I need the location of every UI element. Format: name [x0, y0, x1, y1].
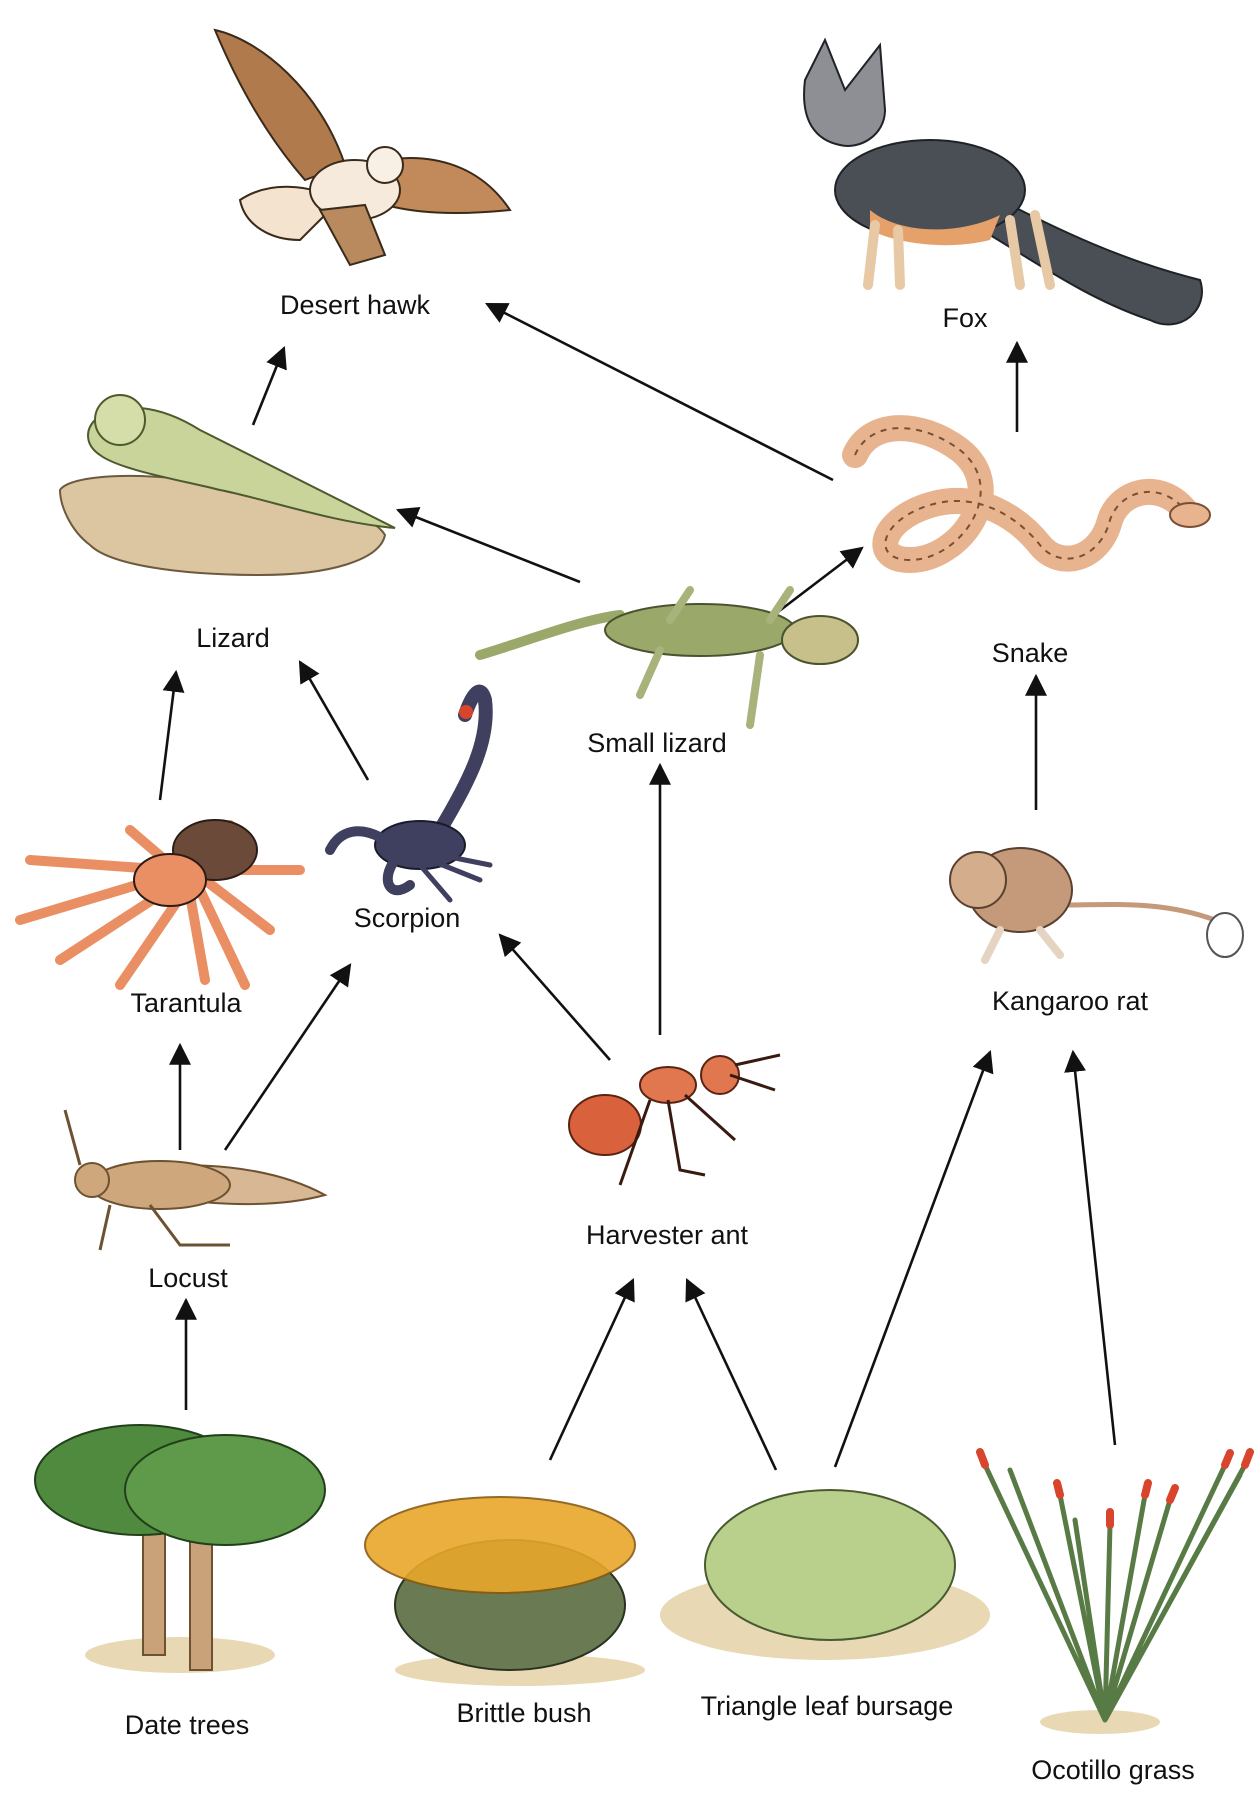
label-locust: Locust: [148, 1265, 228, 1292]
arrow-scorpion-to-lizard: [300, 662, 368, 780]
kangaroo-rat-feet: [985, 930, 1060, 960]
arrow-tarantula-to-lizard: [160, 672, 176, 800]
kangaroo-rat-illustration: [950, 848, 1243, 960]
small-lizard-illustration: [480, 590, 858, 725]
fox-tail: [990, 200, 1202, 324]
hawk-head: [367, 147, 403, 183]
tarantula-body: [134, 854, 206, 906]
fox-illustration: [804, 40, 1202, 324]
ocotillo-illustration: [980, 1452, 1250, 1734]
label-harvester-ant: Harvester ant: [586, 1222, 748, 1249]
arrow-ant-to-scorpion: [500, 935, 610, 1060]
desert-hawk-illustration: [215, 30, 510, 265]
bursage-illustration: [660, 1490, 990, 1660]
arrow-locust-to-scorpion: [225, 965, 350, 1150]
small-lizard-body: [605, 604, 795, 656]
label-triangle-leaf-bursage: Triangle leaf bursage: [701, 1693, 954, 1720]
arrow-small-lizard-to-snake: [770, 548, 862, 618]
arrow-small-lizard-to-lizard: [398, 510, 580, 582]
lizard-illustration: [60, 395, 395, 575]
locust-body: [90, 1161, 230, 1209]
label-brittle-bush: Brittle bush: [456, 1700, 591, 1727]
arrow-ocotillo-to-kangaroo-rat: [1073, 1052, 1115, 1445]
label-desert-hawk: Desert hawk: [280, 292, 430, 319]
label-snake: Snake: [992, 640, 1069, 667]
label-tarantula: Tarantula: [130, 990, 241, 1017]
date-trees-ground: [85, 1637, 275, 1673]
date-trees-illustration: [35, 1425, 325, 1673]
scorpion-legs: [420, 855, 490, 900]
locust-illustration: [65, 1110, 325, 1250]
ocotillo-tips: [980, 1452, 1250, 1525]
small-lizard-tail: [480, 615, 620, 655]
label-small-lizard: Small lizard: [587, 730, 727, 757]
label-date-trees: Date trees: [125, 1712, 250, 1739]
label-ocotillo-grass: Ocotillo grass: [1031, 1757, 1195, 1784]
label-scorpion: Scorpion: [354, 905, 461, 932]
arrow-brittle-bush-to-ant: [550, 1280, 633, 1460]
fox-body: [835, 140, 1025, 240]
label-lizard: Lizard: [196, 625, 270, 652]
hawk-left-wing: [215, 30, 345, 180]
tarantula-illustration: [20, 820, 300, 985]
ocotillo-stems: [985, 1465, 1245, 1720]
arrow-lizard-to-hawk: [253, 348, 284, 425]
label-kangaroo-rat: Kangaroo rat: [992, 988, 1148, 1015]
bursage-foliage: [705, 1490, 955, 1640]
arrow-snake-to-hawk: [487, 304, 833, 480]
kangaroo-rat-head: [950, 852, 1006, 908]
scorpion-stinger: [459, 705, 473, 719]
scorpion-illustration: [330, 692, 490, 900]
fox-head: [804, 40, 885, 146]
small-lizard-head: [782, 616, 858, 664]
lizard-head: [95, 395, 145, 445]
harvester-ant-illustration: [569, 1055, 780, 1185]
arrow-bursage-to-ant: [687, 1280, 776, 1470]
brittle-bush-flowers: [365, 1497, 635, 1593]
ant-abdomen: [569, 1095, 641, 1155]
kangaroo-rat-tail: [1060, 904, 1215, 920]
brittle-bush-illustration: [365, 1497, 645, 1686]
date-tree-crown-right: [125, 1435, 325, 1545]
locust-head: [75, 1163, 109, 1197]
snake-head: [1170, 503, 1210, 527]
kangaroo-rat-tail-tuft: [1207, 913, 1243, 957]
arrow-bursage-to-kangaroo-rat: [835, 1052, 990, 1467]
snake-illustration: [855, 428, 1210, 560]
label-fox: Fox: [942, 305, 987, 332]
